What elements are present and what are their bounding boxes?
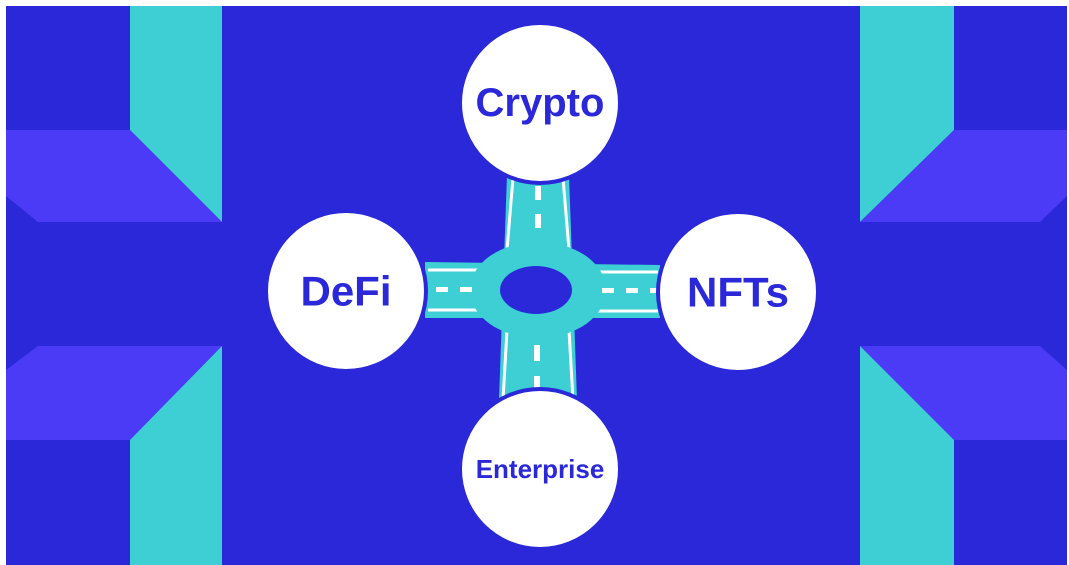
node-nfts-label: NFTs — [687, 269, 789, 316]
node-defi: DeFi — [264, 209, 428, 373]
node-defi-label: DeFi — [300, 268, 391, 315]
lane-dashes — [436, 186, 660, 390]
roundabout-center-island — [500, 266, 572, 314]
right-teal-block-top — [860, 6, 954, 222]
right-teal-block-bottom — [860, 346, 954, 565]
node-enterprise: Enterprise — [458, 387, 622, 551]
right-violet-block-top — [860, 130, 1067, 222]
left-violet-block-top — [6, 130, 222, 222]
node-nfts: NFTs — [656, 210, 820, 374]
node-defi-circle — [264, 209, 428, 373]
node-crypto: Crypto — [458, 21, 622, 185]
left-teal-block-bottom — [130, 346, 222, 565]
node-nfts-circle — [656, 210, 820, 374]
left-teal-block-top — [130, 6, 222, 222]
roads — [425, 175, 660, 401]
node-crypto-circle — [458, 21, 622, 185]
left-violet-block-bottom — [6, 346, 222, 440]
node-enterprise-label: Enterprise — [476, 454, 605, 484]
right-violet-block-bottom — [860, 346, 1067, 440]
right-decoration — [860, 6, 1067, 565]
node-crypto-label: Crypto — [476, 81, 605, 125]
node-enterprise-circle — [458, 387, 622, 551]
left-decoration — [6, 6, 222, 565]
